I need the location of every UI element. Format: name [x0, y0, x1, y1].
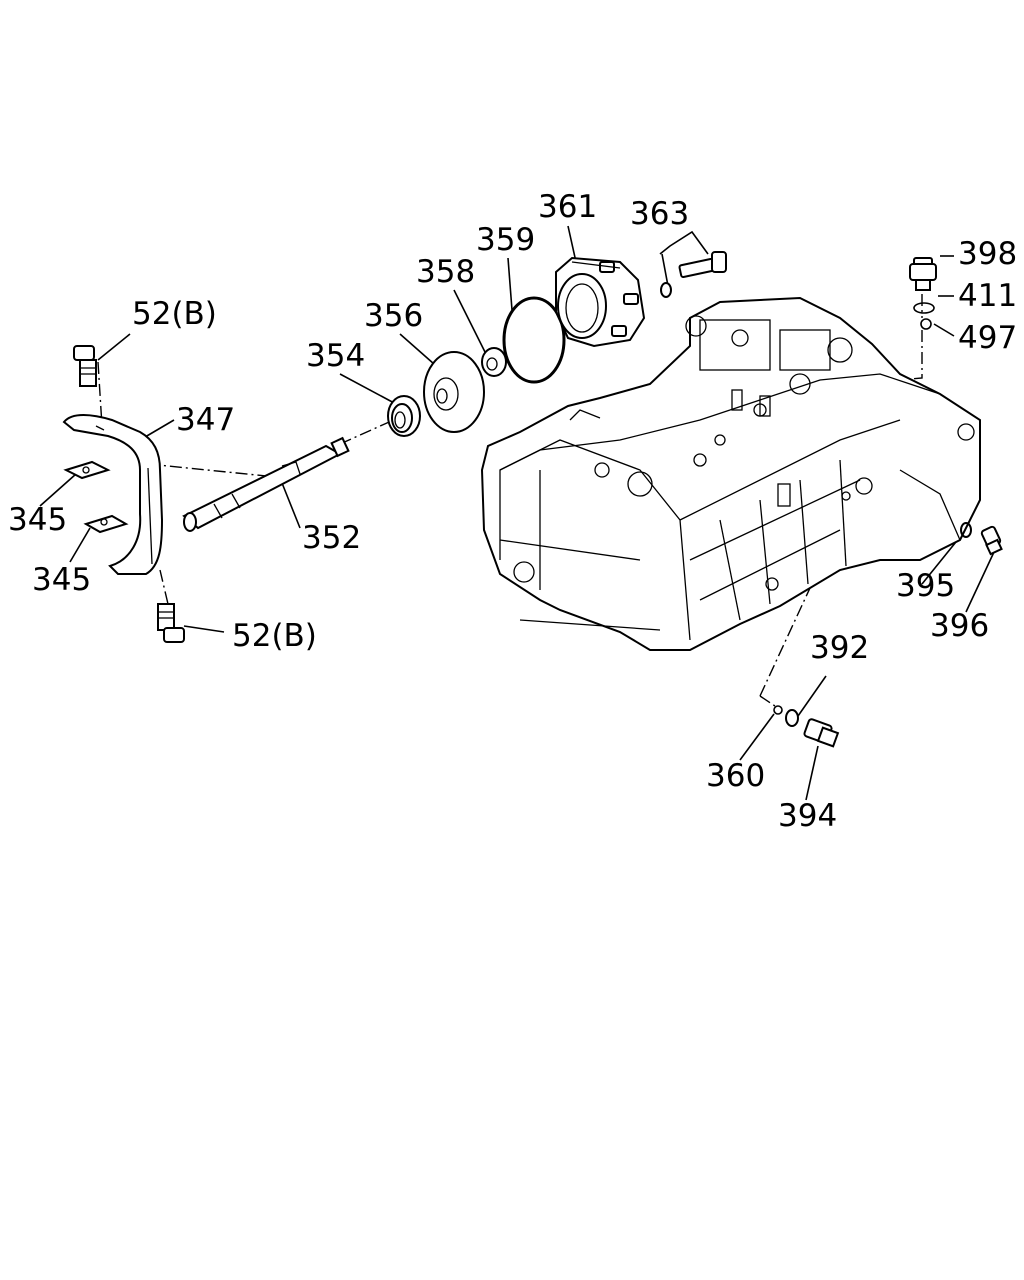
- callout-360: 360: [706, 758, 765, 794]
- callout-392: 392: [810, 630, 869, 666]
- bolt-52b-top: [73, 345, 97, 387]
- plug-354: [387, 395, 421, 437]
- ball-497: [920, 318, 932, 330]
- callout-396: 396: [930, 608, 989, 644]
- transmission-case: [480, 296, 981, 651]
- callout-497: 497: [958, 320, 1017, 356]
- callout-52b-bottom: 52(B): [232, 618, 317, 654]
- callout-356: 356: [364, 298, 423, 334]
- callout-358: 358: [416, 254, 475, 290]
- housing-361: [555, 256, 646, 348]
- callout-394: 394: [778, 798, 837, 834]
- gasket-392: [785, 709, 799, 727]
- switch-394: [803, 718, 840, 748]
- callout-395: 395: [896, 568, 955, 604]
- callout-359: 359: [476, 222, 535, 258]
- callout-345-a: 345: [8, 502, 67, 538]
- pad-345-b: [83, 514, 129, 534]
- nut-358: [481, 347, 507, 377]
- switch-398: [909, 257, 937, 291]
- callout-352: 352: [302, 520, 361, 556]
- pad-345-a: [63, 460, 111, 480]
- cover-356: [423, 351, 485, 433]
- plug-396: [980, 525, 1003, 556]
- callout-363: 363: [630, 196, 689, 232]
- leader-lines: [39, 225, 995, 801]
- callout-354: 354: [306, 338, 365, 374]
- callout-361: 361: [538, 189, 597, 225]
- shift-rod-352: [182, 436, 350, 532]
- callout-398: 398: [958, 236, 1017, 272]
- callout-345-b: 345: [32, 562, 91, 598]
- callout-411: 411: [958, 278, 1017, 314]
- ball-360: [773, 705, 783, 715]
- bolt-363: [660, 251, 727, 298]
- gasket-395: [960, 522, 972, 538]
- callout-347: 347: [176, 402, 235, 438]
- callout-52b-top: 52(B): [132, 296, 217, 332]
- gasket-411: [913, 302, 935, 314]
- shift-fork-347: [62, 414, 164, 575]
- o-ring-359: [502, 296, 566, 384]
- bolt-52b-bottom: [157, 603, 185, 643]
